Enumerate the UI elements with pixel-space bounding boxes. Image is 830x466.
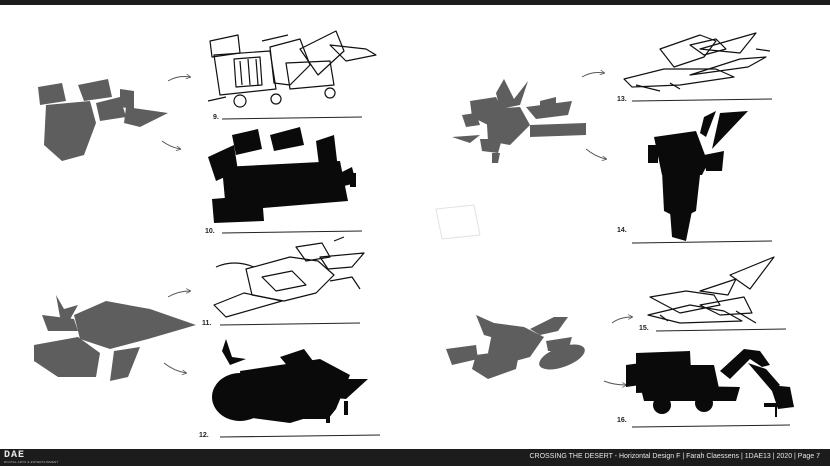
sketch-number-13: 13.: [617, 96, 627, 103]
footer-bar: DAE DIGITAL ARTS & ENTERTAINMENT CROSSIN…: [0, 449, 830, 466]
underline-11: [219, 322, 361, 326]
arrow-to-sketch-12: [163, 362, 186, 373]
sketch-sheet: 9. 10. 11. 12. 13. 14. 15. 16.: [0, 5, 830, 449]
sketch-16-silhouette: [626, 349, 794, 417]
dae-logo: DAE DIGITAL ARTS & ENTERTAINMENT: [4, 451, 64, 465]
logo-subtitle: DIGITAL ARTS & ENTERTAINMENT: [4, 460, 59, 464]
silhouette-bottom-left: [34, 295, 196, 381]
underline-9: [221, 116, 363, 120]
sketch-number-16: 16.: [617, 417, 627, 424]
sketch-number-14: 14.: [617, 227, 627, 234]
arrow-to-sketch-9: [167, 77, 190, 82]
arrow-to-sketch-13: [581, 73, 604, 78]
top-bar: [0, 0, 830, 5]
logo-mark: DAE: [4, 450, 26, 461]
sketch-14-silhouette: [648, 111, 748, 241]
silhouette-top-left: [38, 79, 168, 161]
underline-12: [219, 434, 381, 438]
underline-14: [631, 240, 773, 244]
sketch-artwork: [34, 30, 794, 438]
sketch-number-15: 15.: [639, 325, 649, 332]
sketch-10-silhouette: [208, 127, 356, 223]
footer-caption: CROSSING THE DESERT - Horizontal Design …: [529, 453, 820, 460]
arrow-to-sketch-11: [167, 291, 190, 298]
silhouette-top-right: [452, 79, 586, 163]
arrow-to-sketch-10: [161, 140, 180, 149]
underline-13: [631, 98, 773, 102]
faint-center-mark: [435, 204, 481, 240]
sketch-9-line-art: [207, 30, 377, 108]
sketch-13-line-art: [623, 32, 771, 92]
sketch-12-silhouette: [212, 339, 368, 423]
underline-10: [221, 230, 363, 234]
arrow-to-sketch-15: [611, 317, 632, 324]
sketch-15-line-art: [647, 256, 775, 324]
sketch-number-9: 9.: [213, 114, 219, 121]
silhouette-bottom-right: [446, 315, 585, 379]
underline-16: [631, 424, 791, 428]
arrow-to-sketch-16: [603, 380, 626, 385]
underline-15: [655, 328, 787, 332]
sketch-number-12: 12.: [199, 432, 209, 439]
arrow-to-sketch-14: [585, 148, 606, 159]
sketch-number-10: 10.: [205, 228, 215, 235]
sketch-11-line-art: [213, 236, 365, 318]
sketch-number-11: 11.: [202, 320, 212, 327]
